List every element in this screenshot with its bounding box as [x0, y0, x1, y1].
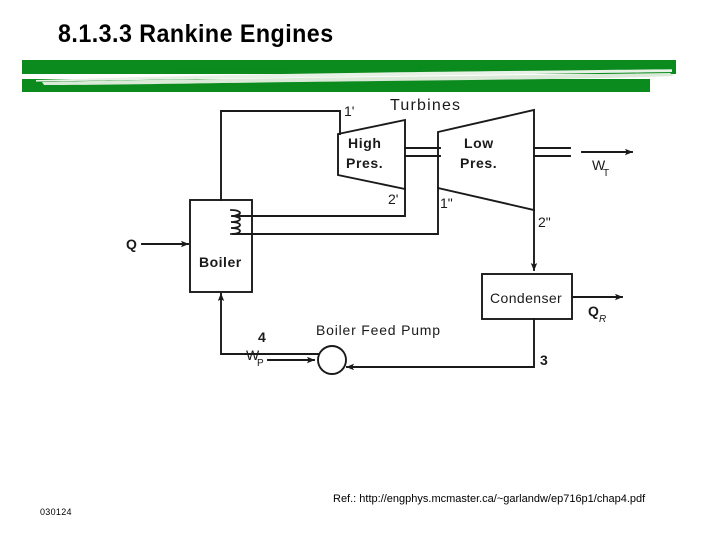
label-heat-rejection-subscript: R [599, 314, 606, 325]
label-state-1-double-prime: 1" [440, 195, 453, 211]
banner-streak-lower [36, 69, 672, 82]
label-high-pressure-line1: High [348, 135, 382, 151]
banner-streak-upper [42, 73, 674, 85]
feed-pump-symbol [317, 345, 347, 375]
rankine-diagram-svg: Turbines High Pres. Low Pres. Boiler Con… [126, 97, 633, 375]
label-state-4: 4 [258, 329, 266, 345]
label-heat-rejection: Q [588, 303, 599, 319]
reheat-supply-line [232, 187, 439, 235]
label-pump-work: W [246, 347, 260, 363]
label-high-pressure-line2: Pres. [346, 155, 383, 171]
label-heat-input: Q [126, 236, 137, 252]
reheater-coil-icon [230, 209, 241, 235]
label-pump-work-subscript: P [257, 358, 264, 369]
label-state-3: 3 [540, 352, 548, 368]
label-state-1-prime: 1' [344, 103, 354, 119]
boiler-box [189, 199, 253, 293]
label-turbines-group: Turbines [390, 97, 461, 114]
source-reference: Ref.: http://engphys.mcmaster.ca/~garlan… [333, 493, 646, 505]
condensate-line [346, 318, 535, 371]
rankine-cycle-diagram: Turbines High Pres. Low Pres. Boiler Con… [100, 92, 670, 392]
label-low-pressure-line1: Low [464, 135, 494, 151]
banner-streak-speckle-3 [492, 69, 562, 71]
main-steam-line [220, 110, 341, 201]
slide-date-stamp: 030124 [40, 507, 72, 517]
label-boiler-feed-pump: Boiler Feed Pump [316, 322, 441, 338]
feedwater-line [217, 293, 319, 355]
condenser-box [481, 273, 573, 320]
reheat-return-line [232, 188, 406, 220]
label-low-pressure-line2: Pres. [460, 155, 497, 171]
label-condenser: Condenser [490, 290, 562, 306]
label-state-2-prime: 2' [388, 191, 398, 207]
label-state-2-double-prime: 2" [538, 214, 551, 230]
page-title: 8.1.3.3 Rankine Engines [58, 20, 334, 48]
banner-graphic [22, 60, 676, 92]
banner-streak-speckle-1 [172, 69, 292, 72]
banner-streak-speckle-2 [352, 69, 442, 71]
label-turbine-work-subscript: T [603, 168, 609, 179]
label-turbine-work: W [592, 157, 606, 173]
green-divider-banner [22, 60, 676, 92]
label-boiler: Boiler [199, 254, 242, 270]
